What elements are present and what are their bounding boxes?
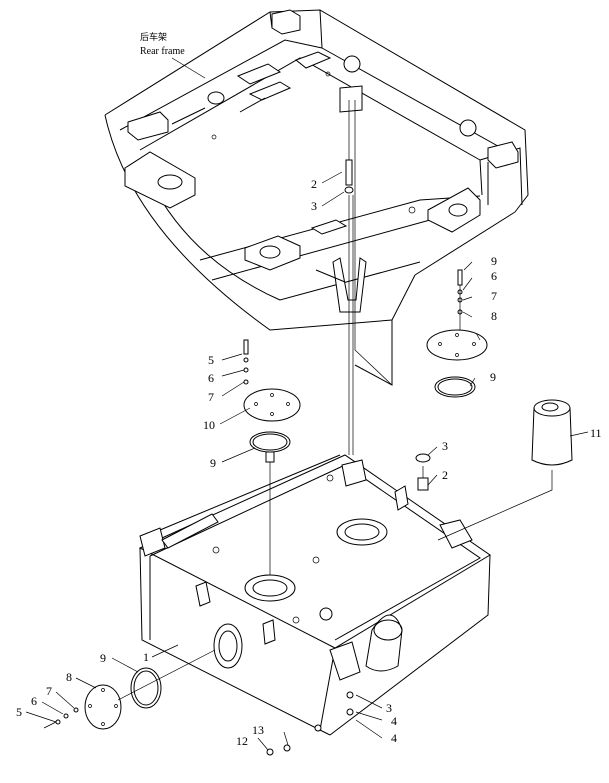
left-cover-assembly [243, 339, 301, 575]
callout-9-front-seal: 9 [100, 651, 106, 665]
center-bolt-assembly [344, 100, 393, 455]
callout-9-right-seal: 9 [490, 370, 496, 384]
callout-9-right-bolt: 9 [491, 254, 497, 268]
callout-7-right: 7 [491, 289, 497, 303]
frame-label-cn: 后车架 [140, 31, 167, 43]
callout-leaders [25, 171, 589, 751]
bolt-2-washer-3 [415, 453, 431, 491]
callout-11: 11 [590, 426, 602, 440]
callout-8-front: 8 [66, 670, 72, 684]
frame-label-en: Rear frame [140, 46, 185, 57]
front-cover-assembly [43, 649, 291, 756]
callout-3-frame: 3 [311, 199, 317, 213]
callout-5-left: 5 [208, 353, 214, 367]
callout-2-frame: 2 [311, 177, 317, 191]
callout-7-left: 7 [208, 390, 214, 404]
callout-6-front: 6 [31, 694, 37, 708]
callout-7-front: 7 [46, 684, 52, 698]
right-cover-assembly [426, 269, 488, 398]
callout-numbers: 2 3 9 6 7 8 9 5 6 7 10 9 3 2 11 1 9 8 7 … [16, 177, 602, 748]
callout-8-right: 8 [491, 309, 497, 323]
fuel-tank [138, 454, 491, 736]
callout-13: 13 [252, 723, 264, 737]
callout-5-front: 5 [16, 705, 22, 719]
callout-10: 10 [203, 418, 215, 432]
callout-9-left-seal: 9 [210, 456, 216, 470]
callout-1: 1 [143, 650, 149, 664]
callout-3-tank: 3 [442, 439, 448, 453]
callout-6-left: 6 [208, 371, 214, 385]
filter-element-11 [437, 399, 573, 541]
frame-label: 后车架 Rear frame [140, 31, 206, 79]
callout-3-drain: 3 [386, 701, 392, 715]
callout-4-drain-a: 4 [391, 714, 397, 728]
callout-2-tank: 2 [442, 468, 448, 482]
callout-12: 12 [236, 734, 248, 748]
callout-6-right: 6 [491, 269, 497, 283]
callout-4-drain-b: 4 [391, 731, 397, 745]
rear-frame [104, 9, 529, 386]
